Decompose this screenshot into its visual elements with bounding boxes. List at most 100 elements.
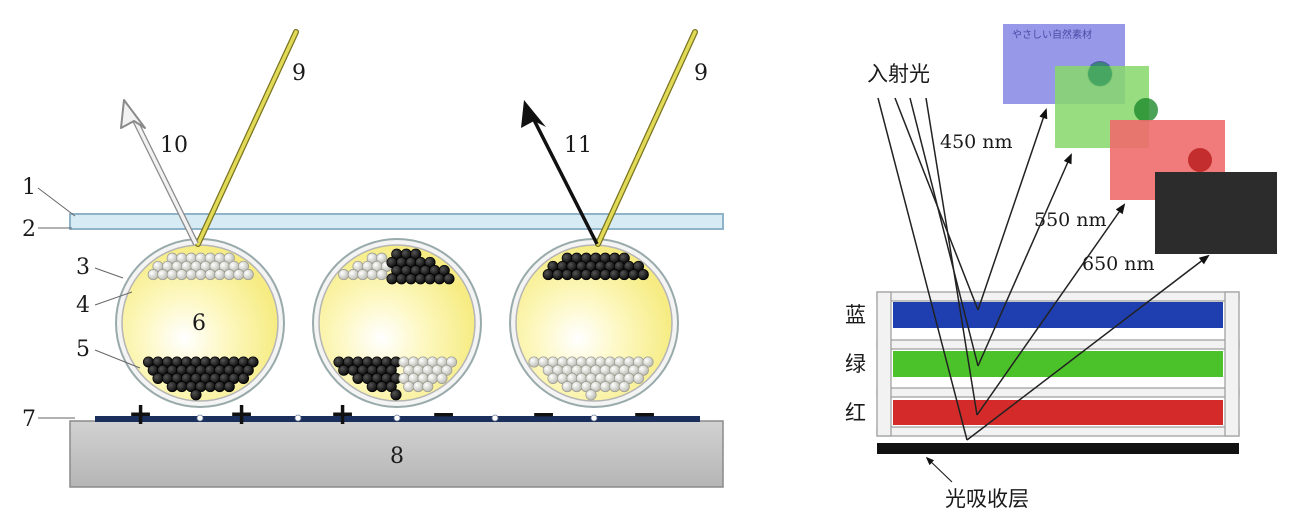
black-particle <box>561 269 573 281</box>
black-particle <box>152 372 164 384</box>
white-particle <box>357 269 369 281</box>
white-particle <box>618 381 630 393</box>
white-particle <box>376 269 388 281</box>
black-particle <box>424 256 436 268</box>
white-particle <box>214 269 226 281</box>
incident-light-label: 入射光 <box>867 62 930 86</box>
microcapsule-2 <box>312 238 482 408</box>
label-11: 11 <box>564 133 592 158</box>
blue-layer <box>893 302 1223 328</box>
label-9-right: 9 <box>694 61 708 86</box>
absorber-label: 光吸收层 <box>945 487 1029 511</box>
white-particle <box>422 381 434 393</box>
top-transparent-sheet <box>69 213 724 230</box>
black-particle <box>571 269 583 281</box>
electrode-sign-2a: + <box>330 397 355 432</box>
white-particle <box>412 381 424 393</box>
black-particle <box>214 381 226 393</box>
electrode-sign-2b: − <box>431 397 456 432</box>
white-particle <box>147 269 159 281</box>
wavelength-label-450: 450 nm <box>940 131 1013 153</box>
layer-stack <box>876 291 1240 454</box>
black-particle <box>376 381 388 393</box>
white-particle <box>632 372 645 384</box>
white-particle <box>366 269 378 281</box>
label-10: 10 <box>160 133 188 158</box>
black-particle <box>424 273 436 285</box>
black-particle <box>242 364 254 376</box>
black-particle <box>414 273 427 285</box>
color-layer-reflection-diagram: やさしい自然素材 <box>845 24 1277 511</box>
white-particle <box>195 269 207 281</box>
label-5: 5 <box>76 337 90 362</box>
label-8: 8 <box>390 444 404 469</box>
black-particle <box>618 269 630 281</box>
white-particle <box>441 364 453 376</box>
black-particle <box>618 252 630 264</box>
absorber-layer <box>877 443 1239 454</box>
black-particle <box>338 364 350 376</box>
black-particle <box>405 273 417 285</box>
electrode-dots <box>196 414 598 422</box>
white-particle <box>571 381 583 393</box>
microcapsule-1 <box>115 238 285 408</box>
black-particle <box>637 269 649 281</box>
black-particle <box>599 269 611 281</box>
leader-lines <box>37 187 141 419</box>
svg-text:やさしい自然素材: やさしい自然素材 <box>1012 28 1092 41</box>
label-4: 4 <box>76 293 90 318</box>
green-layer <box>893 351 1223 377</box>
white-particle <box>166 269 178 281</box>
black-particle <box>223 381 235 393</box>
black-particle <box>190 389 202 401</box>
white-particle <box>445 356 458 368</box>
white-particle <box>242 269 254 281</box>
layer-label-green: 绿 <box>845 352 866 376</box>
white-particle <box>157 269 169 281</box>
black-particle <box>438 265 450 277</box>
substrate-block <box>69 420 724 488</box>
black-particle <box>552 269 564 281</box>
wavelength-label-550: 550 nm <box>1034 209 1107 231</box>
white-particle <box>376 252 388 264</box>
white-particle <box>547 372 559 384</box>
white-particle <box>223 269 235 281</box>
black-particle <box>386 273 398 285</box>
white-particle <box>237 260 250 272</box>
label-1: 1 <box>22 175 36 200</box>
reflected-light-rays <box>966 108 1210 441</box>
sample-card-green <box>1055 62 1158 148</box>
white-particle <box>585 389 597 401</box>
black-particle <box>352 372 364 384</box>
black-arrow-head <box>521 100 546 128</box>
layer-label-blue: 蓝 <box>845 303 866 327</box>
white-particle <box>223 252 235 264</box>
black-particle <box>247 356 259 368</box>
layer-label-red: 红 <box>845 401 866 425</box>
black-particle <box>632 260 645 272</box>
incident-light-rays <box>877 97 979 441</box>
white-particle <box>347 269 359 281</box>
label-3: 3 <box>76 255 90 280</box>
black-particle <box>166 381 178 393</box>
white-particle <box>637 364 649 376</box>
label-7: 7 <box>22 407 36 432</box>
white-particle <box>185 269 197 281</box>
white-particle <box>599 381 611 393</box>
wavelength-label-650: 650 nm <box>1082 253 1155 275</box>
black-particle <box>237 372 250 384</box>
white-arrow-head <box>120 99 146 129</box>
black-particle <box>580 269 592 281</box>
black-particle <box>542 269 554 281</box>
electrode-sign-1b: + <box>229 397 254 432</box>
white-particle <box>528 356 540 368</box>
white-particle <box>642 356 654 368</box>
electrophoretic-cell-diagram: + + + − − − 1 2 3 4 5 6 <box>22 29 724 488</box>
black-particle <box>385 381 397 393</box>
white-particle <box>609 381 621 393</box>
reflected-ray-black <box>530 115 599 245</box>
black-particle <box>433 273 446 285</box>
white-particle <box>204 269 216 281</box>
white-particle <box>233 269 245 281</box>
